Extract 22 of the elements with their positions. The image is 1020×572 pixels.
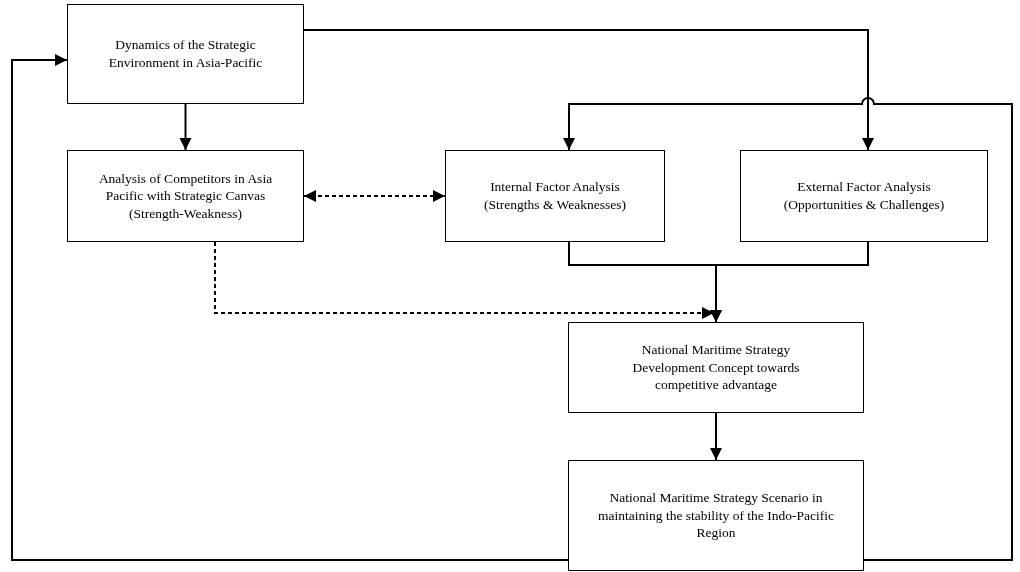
process-box	[67, 4, 304, 104]
dashed-arrow	[303, 190, 446, 202]
process-box	[568, 322, 864, 413]
arrow	[710, 412, 722, 461]
process-box	[568, 460, 864, 571]
box-text: External Factor Analysis	[797, 178, 931, 196]
arrow	[303, 29, 874, 151]
box-text: National Maritime Strategy Development Concept towards competitive advantage	[631, 341, 801, 394]
arrow	[710, 241, 869, 323]
process-box	[445, 150, 665, 242]
process-box	[740, 150, 988, 242]
box-text: Internal Factor Analysis	[490, 178, 620, 196]
arrow	[11, 54, 569, 561]
dashed-arrow	[214, 241, 715, 319]
box-text: Dynamics of the Strategic Environment in Asia-Pacific	[107, 36, 264, 72]
arrow	[179, 103, 192, 151]
box-text: (Strengths & Weaknesses)	[484, 196, 626, 214]
process-box	[67, 150, 304, 242]
arrow	[563, 97, 1013, 561]
box-text: (Opportunities & Challenges)	[783, 196, 945, 214]
box-text: Analysis of Competitors in Asia Pacific with Strategic Canvas (Strength-Weakness)	[97, 169, 274, 223]
box-text: National Maritime Strategy Scenario in maintaining the stability of the Indo-Pacific Region	[597, 489, 835, 542]
